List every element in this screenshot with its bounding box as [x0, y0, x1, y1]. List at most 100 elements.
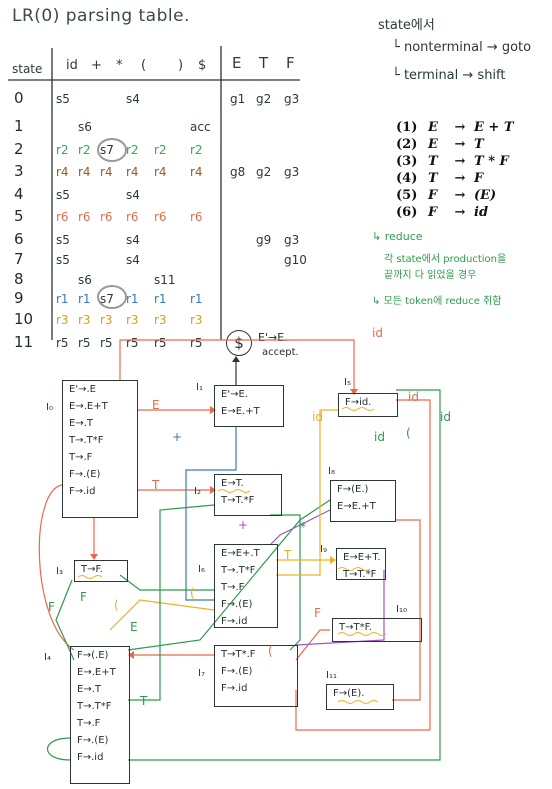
accept-item: E'→E.	[258, 331, 288, 344]
col-header-id: id	[66, 58, 78, 73]
production-rhs: (E)	[474, 188, 497, 203]
lr-item: E→.T	[77, 684, 101, 695]
state-box-I2: E→T.T→T.*F	[214, 474, 282, 516]
table-cell: r3	[56, 313, 69, 327]
edge-label: E	[152, 398, 160, 412]
edge-label: (	[406, 426, 411, 440]
underline-I9	[337, 567, 371, 571]
edge-I4-I4-loop	[46, 737, 71, 761]
table-cell: s6	[78, 120, 92, 134]
table-cell: r1	[78, 292, 91, 306]
table-cell: r4	[100, 165, 113, 179]
lr-item: F→.(E)	[69, 469, 101, 480]
table-cell: s5	[56, 253, 70, 267]
table-cell: r1	[56, 292, 69, 306]
table-cell: r3	[78, 313, 91, 327]
table-cell: s4	[126, 233, 140, 247]
lr-item: F→.(E)	[221, 666, 253, 677]
table-cell: r3	[190, 313, 203, 327]
table-cell: s11	[154, 273, 176, 287]
production-lhs: T	[428, 171, 438, 186]
highlight-circle-s7-row9	[97, 285, 127, 309]
table-cell: r6	[56, 210, 69, 224]
table-row-label: 0	[14, 89, 24, 107]
table-cell: r2	[190, 143, 203, 157]
state-items-I5: F→id.	[339, 394, 397, 412]
table-cell: r6	[154, 210, 167, 224]
table-cell: r2	[78, 143, 91, 157]
production-rhs: T * F	[474, 154, 509, 169]
lr-item: F→.id	[69, 486, 96, 497]
edge-I4-I8	[127, 499, 331, 651]
table-cell: r1	[126, 292, 139, 306]
table-cell: r4	[126, 165, 139, 179]
state-label-I5: I₅	[344, 377, 351, 388]
table-cell: g3	[284, 92, 300, 106]
state-box-I9: E→E+T.T→T.*F	[336, 548, 386, 580]
table-row-label: 2	[14, 140, 24, 158]
table-cell: r2	[126, 143, 139, 157]
lr-item: T→T*.F	[221, 649, 256, 660]
table-cell: s7	[100, 292, 114, 306]
edge-I6-I9-head	[330, 556, 336, 564]
col-header-E: E	[232, 54, 242, 72]
lr-item: T→F.	[81, 564, 103, 575]
lr-item: T→T*F.	[339, 622, 372, 633]
page-title: LR(0) parsing table.	[12, 6, 190, 26]
table-row-label: 9	[14, 289, 24, 307]
production-number: (4)	[396, 171, 418, 186]
table-cell: s4	[126, 92, 140, 106]
production-line: (4)T→F	[396, 171, 483, 186]
table-cell: s7	[100, 143, 114, 157]
table-cell: r6	[78, 210, 91, 224]
state-items-I11: F→(E).	[327, 685, 393, 703]
table-cell: g2	[256, 92, 272, 106]
table-cell: g8	[230, 165, 246, 179]
table-row-label: 3	[14, 162, 24, 180]
table-cell: r2	[154, 143, 167, 157]
table-cell: r2	[56, 143, 69, 157]
edge-I7-I10	[295, 629, 330, 661]
col-header-lparen: (	[141, 58, 147, 73]
table-row-label: 4	[14, 185, 24, 203]
state-label-I4: I₄	[44, 652, 51, 663]
lr-item: E→.E+T	[77, 667, 116, 678]
edge-label: F	[80, 590, 87, 604]
accept-arrowhead	[232, 356, 240, 362]
edge-label: +	[238, 518, 249, 532]
table-cell: r3	[126, 313, 139, 327]
lr-item: F→.id	[221, 616, 248, 627]
underline-I11	[337, 700, 379, 704]
production-rhs: T	[474, 137, 484, 152]
production-arrow: →	[454, 205, 466, 220]
state-label-I8: I₈	[328, 466, 335, 477]
underline-I3	[77, 575, 103, 579]
edge-I7-I4-head	[128, 651, 134, 659]
edge-label: id	[374, 430, 385, 444]
table-cell: g3	[284, 233, 300, 247]
production-line: (6)F→id	[396, 205, 488, 220]
state-label-I11: I₁₁	[326, 670, 337, 681]
accept-label: accept.	[262, 347, 299, 358]
table-cell: r6	[100, 210, 113, 224]
table-cell: r6	[190, 210, 203, 224]
state-label-I2: I₂	[194, 486, 201, 497]
lr-item: E'→.E	[69, 384, 96, 395]
lr-item: E→E+.T	[221, 548, 260, 559]
edge-I4-I2	[128, 504, 215, 701]
table-cell: s6	[78, 273, 92, 287]
underline-I5	[341, 407, 375, 411]
col-header-plus: +	[91, 58, 102, 73]
table-cell: g2	[256, 165, 272, 179]
state-items-I8: F→(E.)E→E.+T	[331, 481, 395, 515]
lr-item: T→.T*F	[221, 565, 256, 576]
table-row-label: 7	[14, 250, 24, 268]
edge-label: E	[130, 620, 138, 634]
table-row-label: 6	[14, 230, 24, 248]
edge-I7-I5	[295, 399, 431, 731]
lr-item: F→id.	[345, 397, 372, 408]
legend-goto: └ nonterminal → goto	[392, 40, 532, 55]
